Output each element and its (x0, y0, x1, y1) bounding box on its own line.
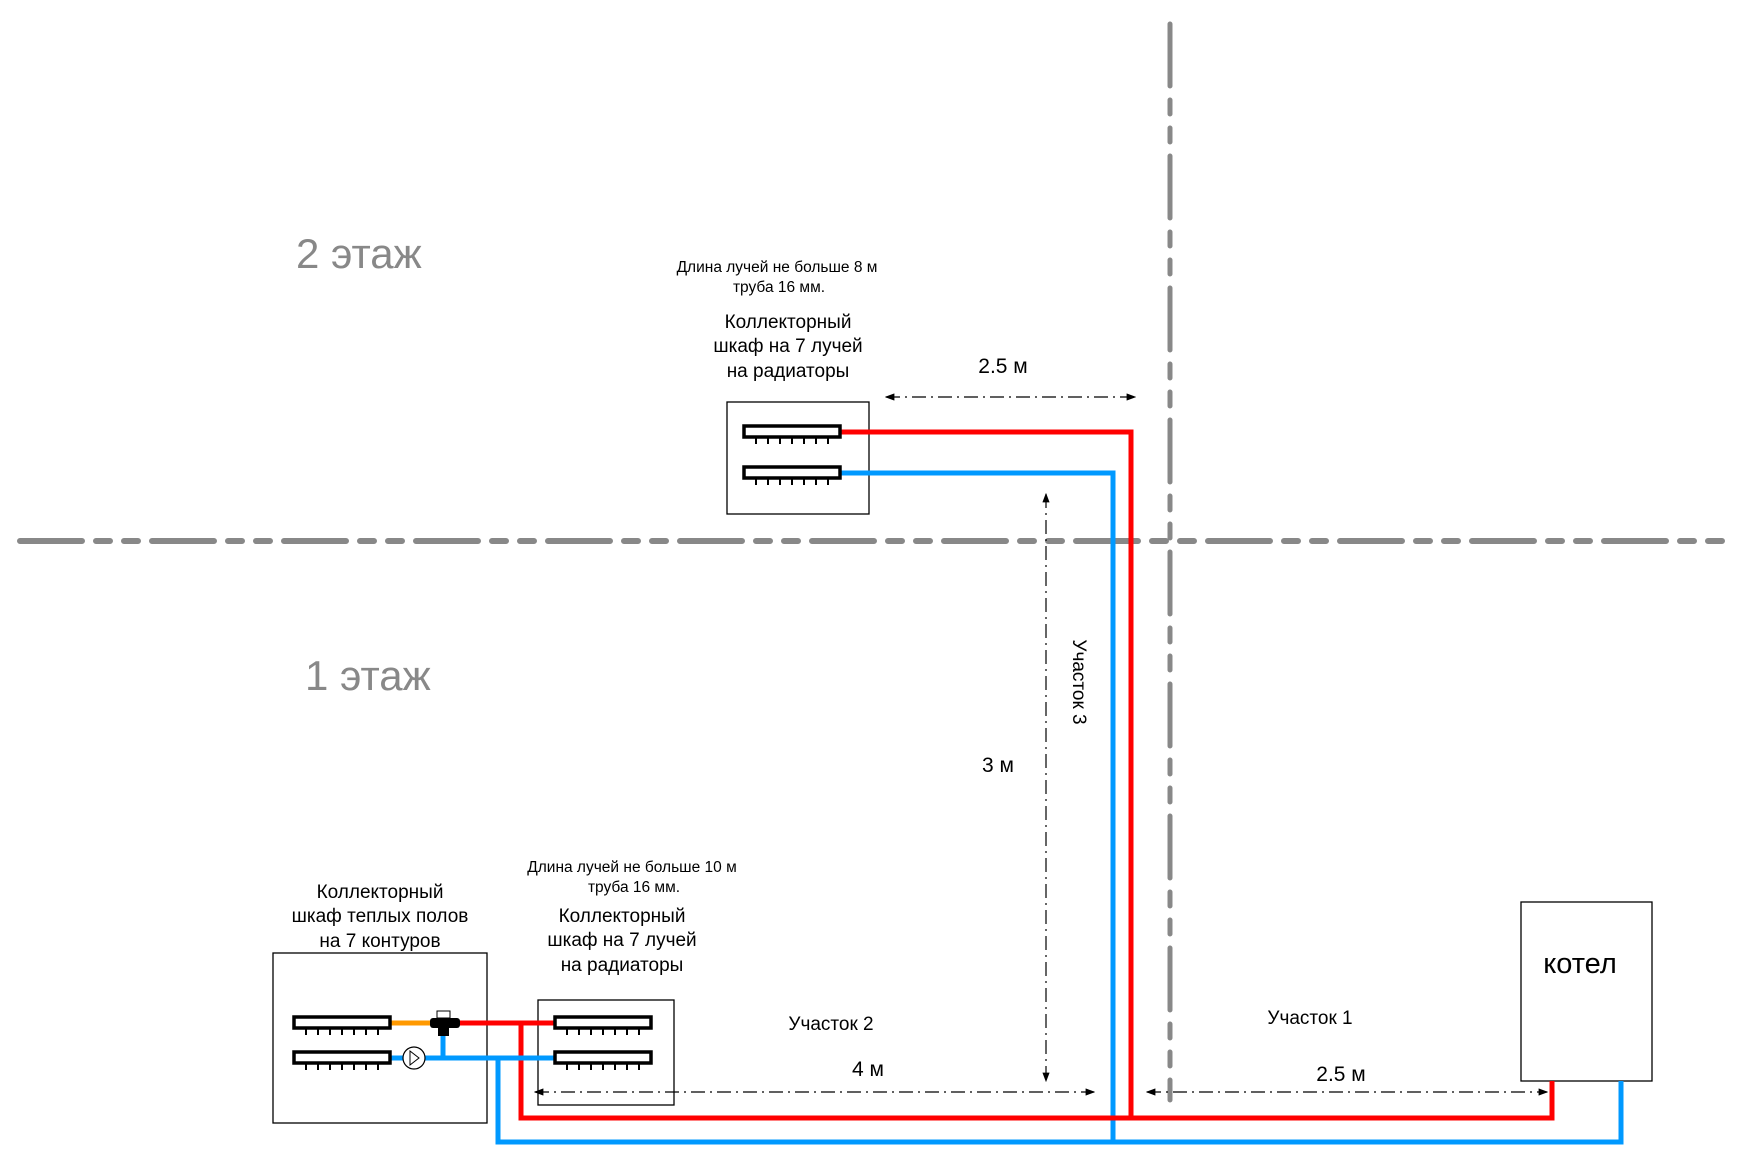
main-return-pipe (495, 1058, 1624, 1145)
lower-radiator-cabinet (537, 999, 675, 1106)
floor-heating-cabinet (272, 952, 488, 1124)
lower-title-line2: шкаф на 7 лучей (547, 930, 696, 951)
dim-upper-label: 2.5 м (978, 355, 1027, 378)
upper-supply-pipe (841, 429, 1134, 1118)
upper-return-pipe (841, 470, 1116, 1142)
circulation-pump-icon (402, 1046, 426, 1070)
lower-title-line3: на радиаторы (561, 955, 684, 976)
upper-note-line2: труба 16 мм. (733, 279, 825, 296)
upper-return-manifold-icon (742, 465, 842, 485)
main-supply-pipe (518, 1023, 1555, 1121)
upper-title-line3: на радиаторы (727, 361, 850, 382)
lower-note-line2: труба 16 мм. (588, 879, 680, 896)
floor-1-label: 1 этаж (305, 652, 431, 699)
lower-title-line1: Коллекторный (559, 906, 686, 927)
dim-section1-label: 2.5 м (1316, 1063, 1365, 1086)
section-3-label: Участок 3 (1068, 639, 1089, 724)
floor-return-manifold-icon (292, 1050, 392, 1070)
dim-section2-label: 4 м (852, 1058, 884, 1081)
upper-title-line2: шкаф на 7 лучей (713, 336, 862, 357)
dim-vertical-label: 3 м (982, 754, 1014, 777)
section-2-label: Участок 2 (788, 1014, 873, 1035)
upper-note-line1: Длина лучей не больше 8 м (677, 259, 878, 276)
floor-heating-title-line2: шкаф теплых полов (292, 906, 469, 927)
section-1-label: Участок 1 (1267, 1008, 1352, 1029)
floor-supply-manifold-icon (292, 1015, 392, 1035)
upper-title-line1: Коллекторный (725, 312, 852, 333)
floor-2-label: 2 этаж (296, 230, 422, 277)
upper-supply-manifold-icon (742, 424, 842, 444)
lower-supply-manifold-icon (553, 1015, 653, 1035)
boiler-box (1520, 901, 1653, 1082)
mixing-valve-icon (430, 1010, 460, 1036)
floor-heating-title-line1: Коллекторный (317, 882, 444, 903)
lower-return-manifold-icon (553, 1050, 653, 1070)
floor-heating-title-line3: на 7 контуров (319, 931, 440, 952)
boiler-label: котел (1543, 948, 1617, 980)
upper-radiator-cabinet (726, 401, 870, 515)
lower-note-line1: Длина лучей не больше 10 м (527, 859, 736, 876)
